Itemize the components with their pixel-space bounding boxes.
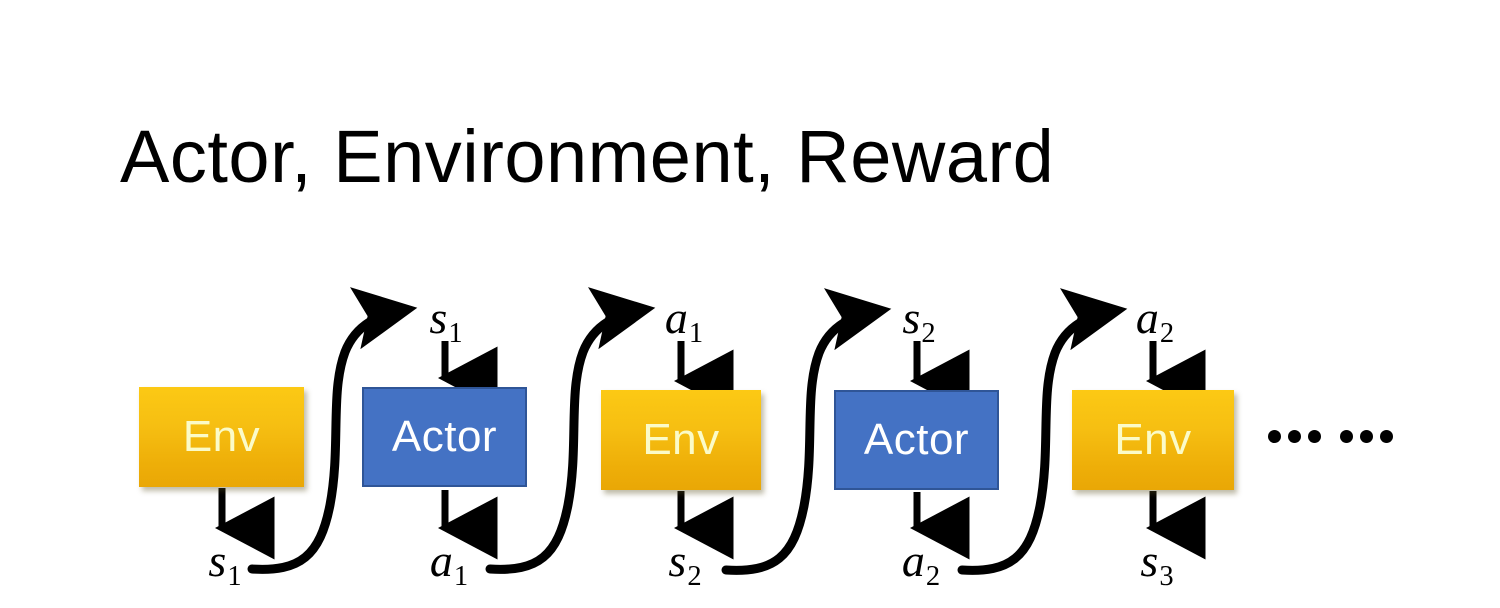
node-actor-1[interactable]: Actor xyxy=(362,387,527,487)
node-actor-2[interactable]: Actor xyxy=(834,390,999,490)
label-sub: 2 xyxy=(1159,318,1175,350)
label-var: a xyxy=(901,535,925,586)
label-var: a xyxy=(429,535,453,586)
label-sub: 2 xyxy=(925,561,941,593)
node-label: Env xyxy=(182,412,261,461)
node-env-1[interactable]: Env xyxy=(139,387,304,487)
ellipsis-dot xyxy=(1268,429,1281,443)
label-bottom-s3: s3 xyxy=(1140,535,1173,591)
node-label: Actor xyxy=(391,412,498,461)
label-top-s2: s2 xyxy=(902,292,935,348)
ellipsis-continuation xyxy=(1268,424,1393,448)
label-var: s xyxy=(429,292,448,343)
ellipsis-dot xyxy=(1360,429,1373,443)
label-bottom-s2: s2 xyxy=(668,535,701,591)
ellipsis-dot xyxy=(1308,429,1321,443)
label-sub: 1 xyxy=(227,561,242,593)
label-top-a2: a2 xyxy=(1135,292,1174,348)
label-sub: 2 xyxy=(687,561,702,593)
label-sub: 3 xyxy=(1159,561,1174,593)
label-var: s xyxy=(902,292,921,343)
node-label: Actor xyxy=(863,415,970,464)
label-sub: 1 xyxy=(688,318,704,350)
label-top-s1: s1 xyxy=(429,292,462,348)
label-bottom-s1: s1 xyxy=(208,535,241,591)
label-var: a xyxy=(1135,292,1159,343)
label-var: s xyxy=(208,535,227,586)
label-sub: 2 xyxy=(921,318,936,350)
label-sub: 1 xyxy=(453,561,469,593)
vertical-arrows-into-boxes xyxy=(438,341,1206,413)
vertical-arrows-out-of-boxes xyxy=(215,488,1206,560)
node-env-2[interactable]: Env xyxy=(601,390,761,490)
ellipsis-dot xyxy=(1340,429,1353,443)
page-title: Actor, Environment, Reward xyxy=(120,115,1055,198)
ellipsis-gap xyxy=(1328,436,1333,437)
label-bottom-a1: a1 xyxy=(429,535,468,591)
node-label: Env xyxy=(642,415,720,464)
label-bottom-a2: a2 xyxy=(901,535,940,591)
label-var: s xyxy=(668,535,687,586)
label-top-a1: a1 xyxy=(664,292,703,348)
label-sub: 1 xyxy=(448,318,463,350)
node-env-3[interactable]: Env xyxy=(1072,390,1234,490)
node-label: Env xyxy=(1114,415,1192,464)
ellipsis-dot xyxy=(1288,429,1301,443)
ellipsis-dot xyxy=(1380,429,1393,443)
label-var: a xyxy=(664,292,688,343)
label-var: s xyxy=(1140,535,1159,586)
